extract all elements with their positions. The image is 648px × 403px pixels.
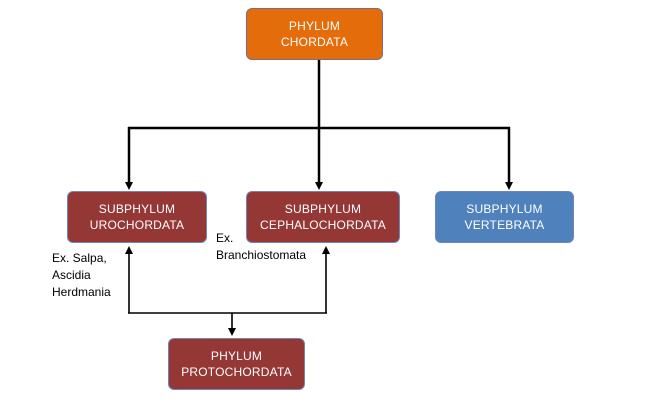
cephalochordata-example-2: Branchiostomata (216, 248, 307, 262)
subphylum-vertebrata-box: SUBPHYLUM VERTEBRATA (435, 191, 574, 243)
cephalochordata-line1: SUBPHYLUM (284, 202, 362, 216)
phylum-chordata-line2: CHORDATA (280, 35, 349, 49)
protochordata-line2: PROTOCHORDATA (181, 365, 292, 379)
phylum-protochordata-box: PHYLUM PROTOCHORDATA (168, 338, 305, 390)
urochordata-line1: SUBPHYLUM (98, 202, 176, 216)
phylum-chordata-box: PHYLUM CHORDATA (246, 8, 383, 60)
subphylum-cephalochordata-box: SUBPHYLUM CEPHALOCHORDATA (246, 191, 400, 243)
vertebrata-line1: SUBPHYLUM (466, 202, 543, 216)
cephalochordata-examples: Ex. Branchiostomata (216, 230, 306, 264)
urochordata-example-2: Ascidia (52, 268, 91, 282)
urochordata-example-3: Herdmania (52, 285, 111, 299)
urochordata-examples: Ex. Salpa, Ascidia Herdmania (52, 250, 111, 301)
cephalochordata-line2: CEPHALOCHORDATA (260, 218, 386, 232)
phylum-chordata-line1: PHYLUM (288, 19, 341, 33)
vertebrata-line2: VERTEBRATA (464, 218, 545, 232)
cephalochordata-example-1: Ex. (216, 231, 234, 245)
protochordata-line1: PHYLUM (210, 349, 263, 363)
urochordata-line2: UROCHORDATA (89, 218, 185, 232)
subphylum-urochordata-box: SUBPHYLUM UROCHORDATA (67, 191, 207, 243)
urochordata-example-1: Ex. Salpa, (52, 251, 107, 265)
